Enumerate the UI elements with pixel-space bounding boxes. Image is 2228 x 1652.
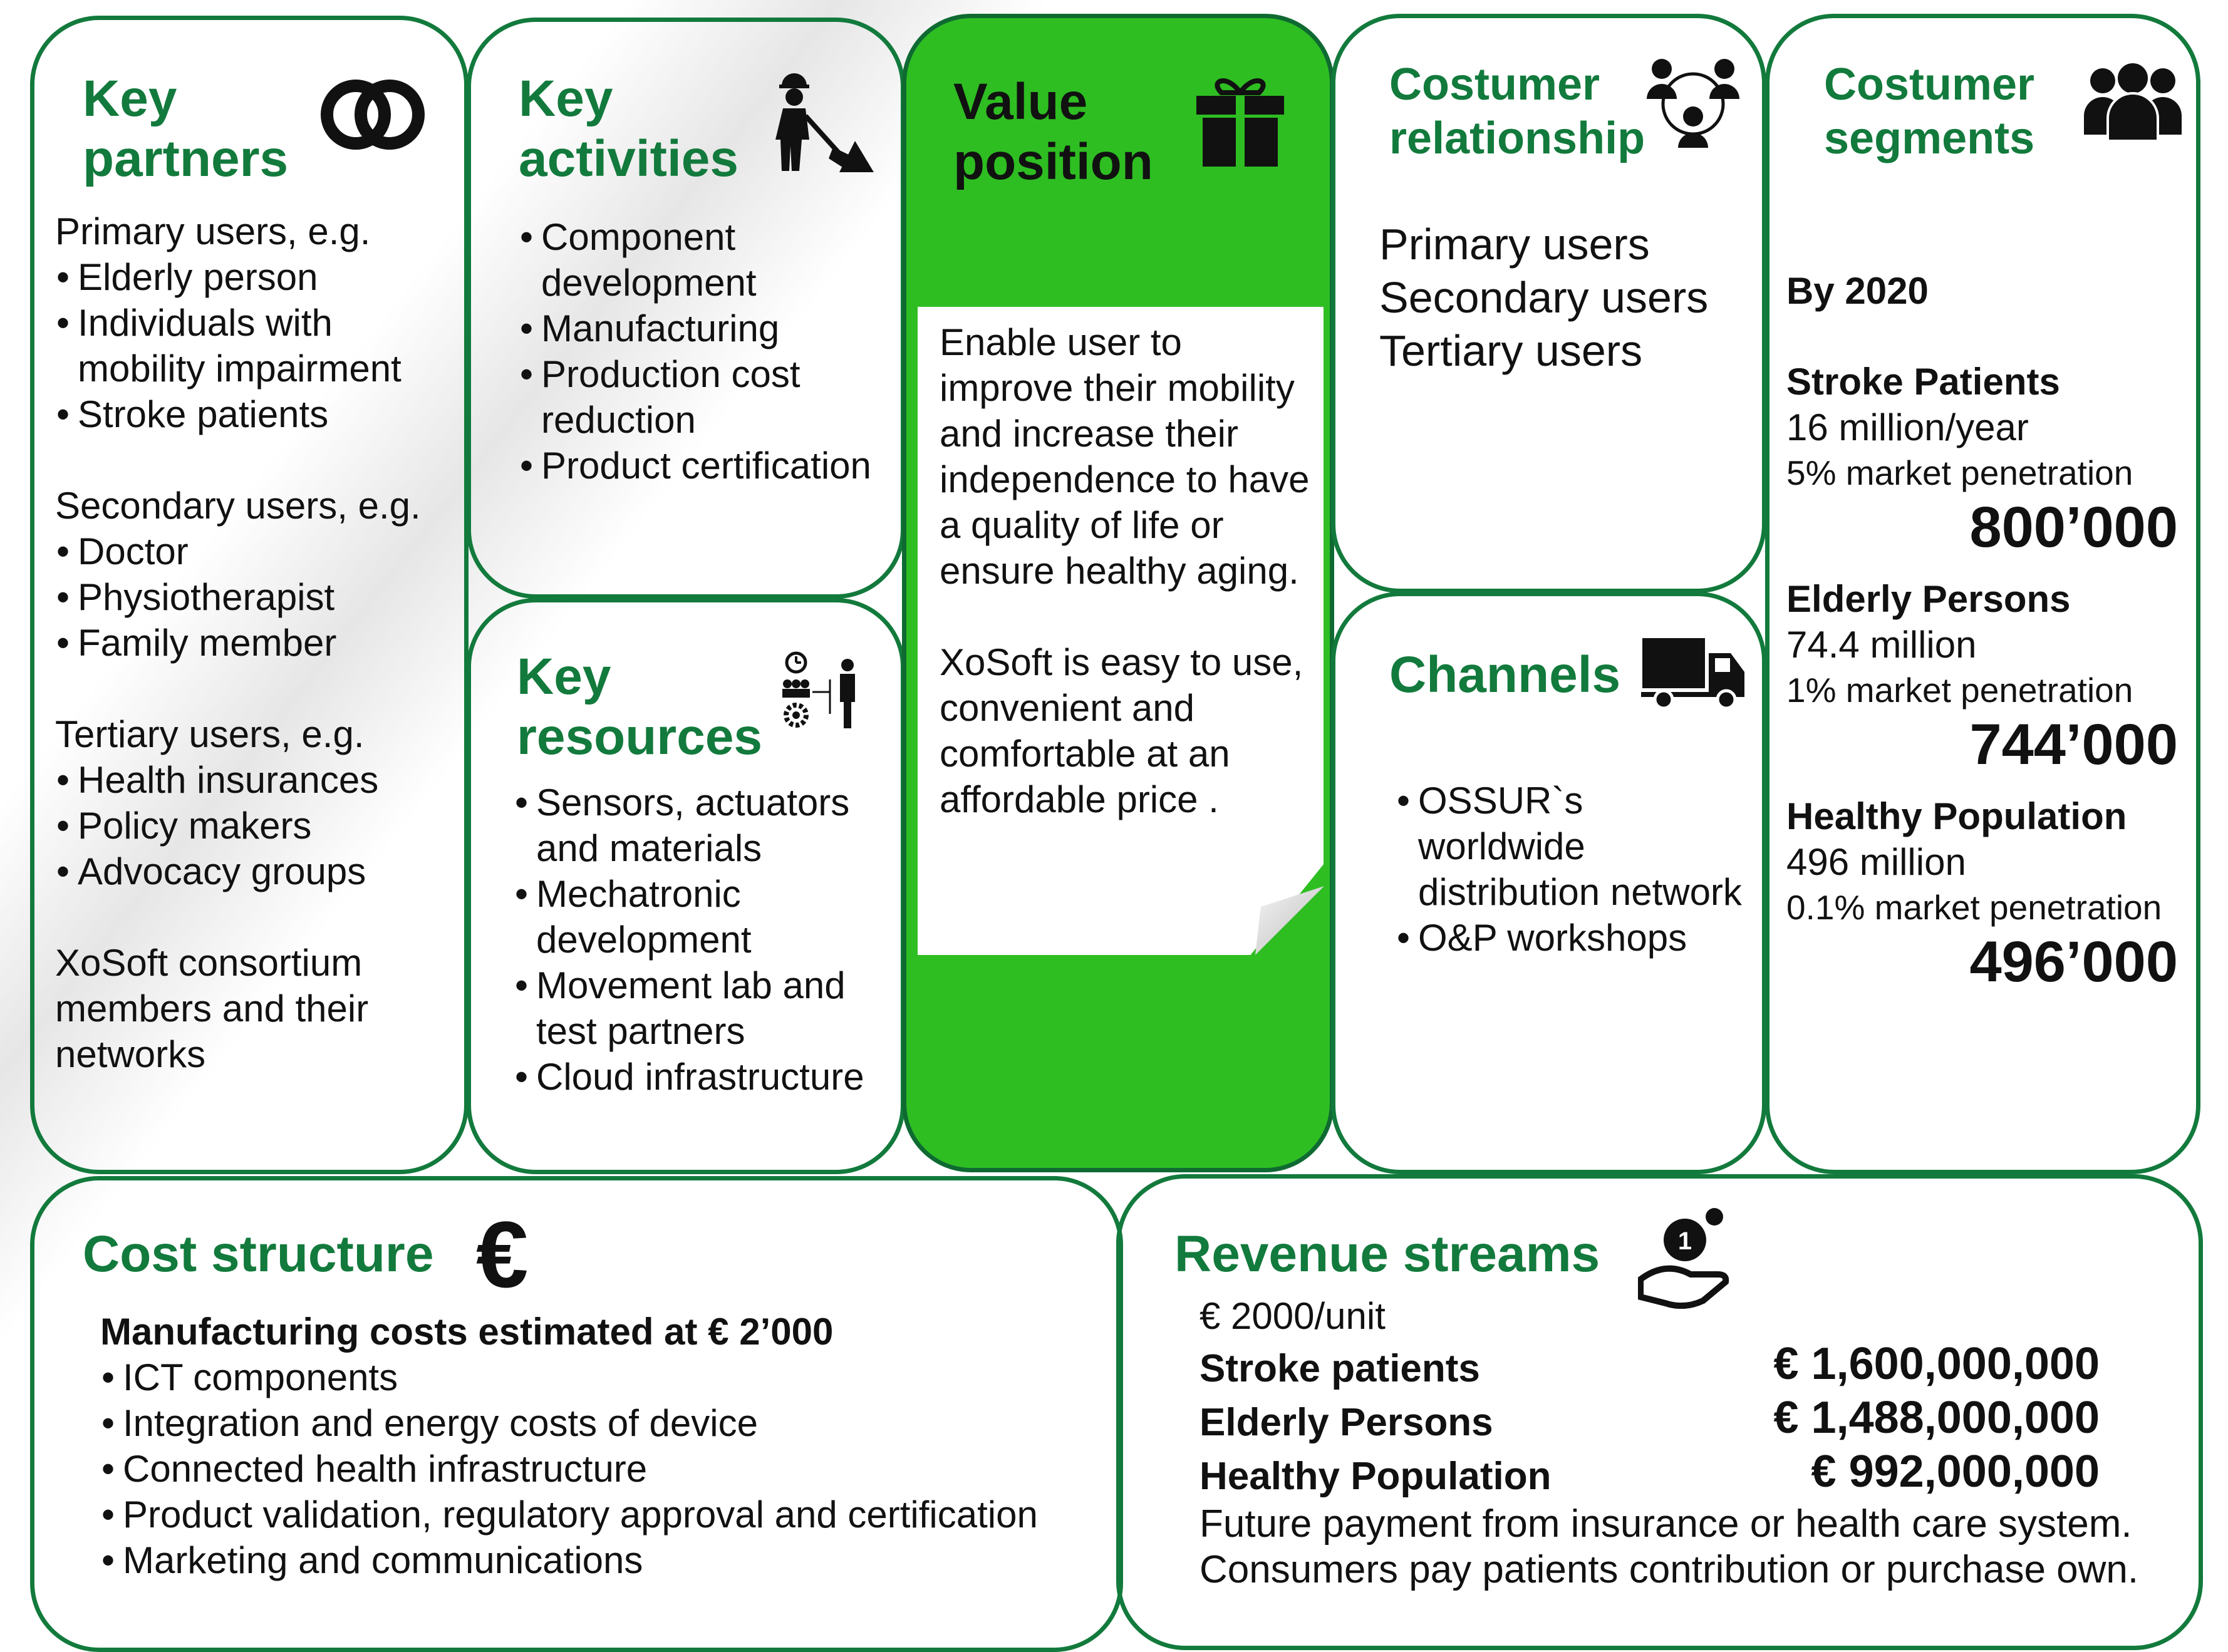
segment-size: 496 million bbox=[1786, 841, 1966, 883]
list-item: Production cost reduction bbox=[519, 351, 829, 443]
list-item: Tertiary users bbox=[1379, 326, 1643, 375]
customer-segments-title: Costumer segments bbox=[1824, 59, 2035, 163]
key-activities-title: Key activities bbox=[519, 70, 738, 187]
customer-relationship-box bbox=[1331, 14, 1766, 593]
revenue-label: Healthy Population bbox=[1199, 1455, 1552, 1498]
revenue-notes: Future payment from insurance or health … bbox=[1199, 1501, 2138, 1593]
value-ease-paragraph: XoSoft is easy to use, convenient and co… bbox=[940, 641, 1303, 820]
segment-name: Stroke Patients bbox=[1786, 361, 2060, 403]
list-item: Physiotherapist bbox=[55, 574, 456, 620]
list-item: Secondary users bbox=[1379, 273, 1709, 322]
construction-worker-icon bbox=[764, 72, 874, 175]
customer-segments-content: By 2020 Stroke Patients 16 million/year … bbox=[1786, 268, 2178, 993]
segment-total: 496’000 bbox=[1969, 930, 2178, 994]
key-activities-list: Component development Manufacturing Prod… bbox=[519, 214, 901, 488]
key-resources-title: Key resources bbox=[517, 648, 763, 765]
primary-users-list: Elderly person Individuals with mobility… bbox=[55, 254, 456, 437]
secondary-users-list: Doctor Physiotherapist Family member bbox=[55, 529, 456, 666]
list-item: ICT components bbox=[100, 1355, 1102, 1400]
list-item: Sensors, actuators and materials bbox=[514, 780, 887, 871]
list-item: OSSUR`s worldwide distribution network bbox=[1396, 778, 1759, 915]
segment-name: Elderly Persons bbox=[1786, 578, 2071, 620]
list-item: Primary users bbox=[1379, 220, 1650, 269]
segment-size: 74.4 million bbox=[1786, 624, 1977, 666]
revenue-label: Elderly Persons bbox=[1199, 1401, 1493, 1444]
list-item: Individuals with mobility impairment bbox=[55, 300, 456, 391]
list-item: Movement lab and test partners bbox=[514, 963, 887, 1054]
customer-relationship-title: Costumer relationship bbox=[1389, 59, 1645, 163]
list-item: O&P workshops bbox=[1396, 915, 1759, 961]
people-network-icon bbox=[1644, 55, 1741, 155]
secondary-users-heading: Secondary users, e.g. bbox=[55, 485, 421, 527]
customer-relationship-list: Primary users Secondary users Tertiary u… bbox=[1379, 218, 1708, 378]
customer-segments-box bbox=[1765, 14, 2200, 1174]
list-item: Integration and energy costs of device bbox=[100, 1400, 1102, 1446]
primary-users-heading: Primary users, e.g. bbox=[55, 210, 371, 252]
segment-penetration: 5% market penetration bbox=[1786, 453, 2133, 492]
price-per-unit: € 2000/unit bbox=[1199, 1295, 1386, 1337]
list-item: Advocacy groups bbox=[55, 849, 456, 894]
cost-structure-title: Cost structure bbox=[83, 1226, 434, 1283]
euro-icon: € bbox=[476, 1202, 529, 1307]
channels-title: Channels bbox=[1389, 646, 1621, 703]
gift-icon bbox=[1193, 74, 1287, 171]
list-item: Family member bbox=[55, 620, 456, 666]
tertiary-users-heading: Tertiary users, e.g. bbox=[55, 713, 365, 755]
cost-items-list: ICT components Integration and energy co… bbox=[100, 1355, 1102, 1583]
value-text: Enable user to improve their mobility an… bbox=[940, 319, 1315, 822]
consumer-note: Consumers pay patients contribution or p… bbox=[1199, 1548, 2139, 1591]
list-item: Elderly person bbox=[55, 254, 456, 300]
channels-box bbox=[1331, 592, 1766, 1174]
list-item: Cloud infrastructure bbox=[514, 1054, 899, 1100]
channels-list: OSSUR`s worldwide distribution network O… bbox=[1396, 778, 1759, 961]
list-item: Product certification bbox=[519, 443, 901, 488]
coin-hand-icon: 1 bbox=[1637, 1205, 1738, 1312]
revenue-value: € 1,488,000,000 bbox=[1773, 1393, 2100, 1443]
list-item: Doctor bbox=[55, 529, 456, 574]
segments-year: By 2020 bbox=[1786, 270, 1929, 312]
value-note-card bbox=[918, 307, 1324, 955]
list-item: Health insurances bbox=[55, 757, 456, 803]
list-item: Mechatronic development bbox=[514, 871, 799, 963]
segment-name: Healthy Population bbox=[1786, 795, 2127, 837]
list-item: Manufacturing bbox=[519, 306, 901, 351]
list-item: Connected health infrastructure bbox=[100, 1446, 1102, 1492]
segment-penetration: 0.1% market penetration bbox=[1786, 888, 2162, 927]
segment-size: 16 million/year bbox=[1786, 406, 2029, 448]
revenue-value: € 1,600,000,000 bbox=[1773, 1339, 2100, 1389]
list-item: Marketing and communications bbox=[100, 1537, 1102, 1583]
payment-note: Future payment from insurance or health … bbox=[1199, 1502, 2132, 1546]
segment-total: 800’000 bbox=[1969, 495, 2178, 559]
truck-icon bbox=[1641, 636, 1748, 714]
value-proposition-paragraph: Enable user to improve their mobility an… bbox=[940, 321, 1310, 592]
svg-text:1: 1 bbox=[1678, 1227, 1692, 1255]
group-icon bbox=[2083, 59, 2183, 144]
key-partners-box bbox=[30, 16, 469, 1174]
list-item: Policy makers bbox=[55, 803, 456, 849]
interlocking-rings-icon bbox=[313, 74, 432, 158]
key-resources-list: Sensors, actuators and materials Mechatr… bbox=[514, 780, 899, 1100]
revenue-label: Stroke patients bbox=[1199, 1347, 1480, 1390]
segment-total: 744’000 bbox=[1969, 713, 2178, 777]
list-item: Product validation, regulatory approval … bbox=[100, 1492, 1102, 1537]
tertiary-users-list: Health insurances Policy makers Advocacy… bbox=[55, 757, 456, 894]
key-partners-title: Key partners bbox=[83, 70, 289, 187]
consortium-text: XoSoft consortium members and their netw… bbox=[55, 942, 369, 1075]
key-partners-text: Primary users, e.g. Elderly person Indiv… bbox=[55, 209, 456, 1077]
segment-penetration: 1% market penetration bbox=[1786, 671, 2133, 710]
list-item: Stroke patients bbox=[55, 391, 456, 437]
cost-structure-content: Manufacturing costs estimated at € 2’000… bbox=[100, 1309, 1102, 1583]
list-item: Component development bbox=[519, 214, 792, 306]
value-position-title: Value position bbox=[953, 73, 1153, 190]
manufacturing-cost-heading: Manufacturing costs estimated at € 2’000 bbox=[100, 1311, 834, 1353]
revenue-streams-title: Revenue streams bbox=[1174, 1226, 1600, 1283]
revenue-value: € 992,000,000 bbox=[1811, 1447, 2100, 1497]
resources-icon bbox=[780, 651, 861, 733]
